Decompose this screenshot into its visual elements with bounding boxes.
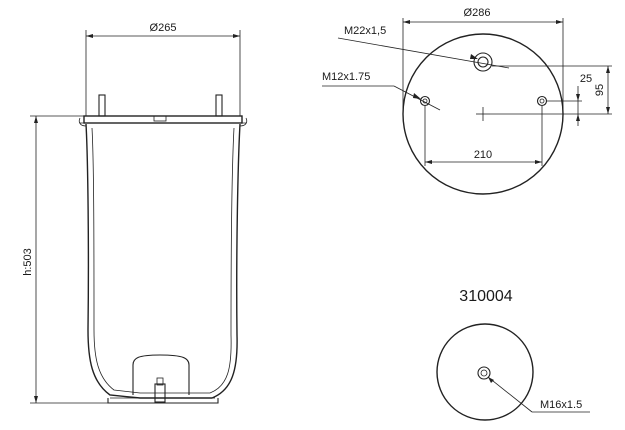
leader-bottom-thread: [487, 376, 533, 413]
side-hole-right-inner: [539, 98, 545, 104]
bottom-thread-hole-outer: [477, 366, 491, 380]
leader-center-thread: [337, 37, 510, 69]
side-diameter-label: Ø265: [150, 22, 177, 34]
top-plate-crimp-right: [239, 117, 248, 127]
side-thread-label: M12x1.75: [322, 71, 370, 83]
top-view: Ø286 M22x1,5 M12x1.75 210 25 95: [322, 7, 612, 195]
arrow-bottom: [34, 396, 38, 403]
side-hole-right-outer: [536, 95, 548, 107]
offset-large-arrow-top: [606, 66, 610, 73]
offset-small-label: 25: [580, 73, 592, 85]
center-thread-hole-inner: [477, 56, 489, 68]
leader-bottom-thread-arrow: [488, 377, 494, 383]
side-view: Ø265 h:503: [22, 22, 248, 404]
offset-large-arrow-bottom: [606, 107, 610, 114]
offset-small-arrow-2: [576, 114, 580, 121]
top-plate-crimp-left: [78, 117, 87, 127]
height-label: h:503: [22, 248, 34, 276]
spacing-arrow-right: [535, 160, 542, 164]
bottom-stud-tip: [156, 377, 164, 386]
arrow-left: [86, 34, 93, 38]
air-spring-body-outline: [85, 123, 241, 399]
bottom-thread-hole-inner: [480, 369, 488, 377]
air-inlet: [153, 115, 167, 122]
spacing-arrow-left: [425, 160, 432, 164]
top-arrow-left: [403, 20, 410, 24]
bottom-plate: [107, 398, 219, 404]
bottom-piston: [132, 354, 190, 395]
leader-side-thread-arrow: [413, 93, 421, 99]
top-arrow-right: [556, 20, 563, 24]
leader-center-thread-arrow: [470, 54, 478, 59]
offset-small-arrow: [576, 94, 580, 101]
air-spring-body-inner: [91, 127, 235, 394]
bottom-stud: [154, 383, 166, 403]
stud-left: [98, 94, 106, 117]
arrow-right: [233, 34, 240, 38]
stud-right: [215, 94, 223, 117]
top-diameter-label: Ø286: [464, 7, 491, 19]
side-hole-left-outer: [419, 95, 431, 107]
offset-large-label: 95: [594, 84, 606, 96]
top-plate: [83, 115, 243, 124]
part-number: 310004: [459, 288, 512, 305]
bottom-thread-label: M16x1.5: [540, 399, 582, 411]
spacing-label: 210: [474, 149, 492, 161]
arrow-top: [34, 116, 38, 123]
bottom-view: M16x1.5: [436, 323, 590, 421]
center-thread-label: M22x1,5: [344, 25, 386, 37]
bottom-plate-circle: [436, 323, 534, 421]
